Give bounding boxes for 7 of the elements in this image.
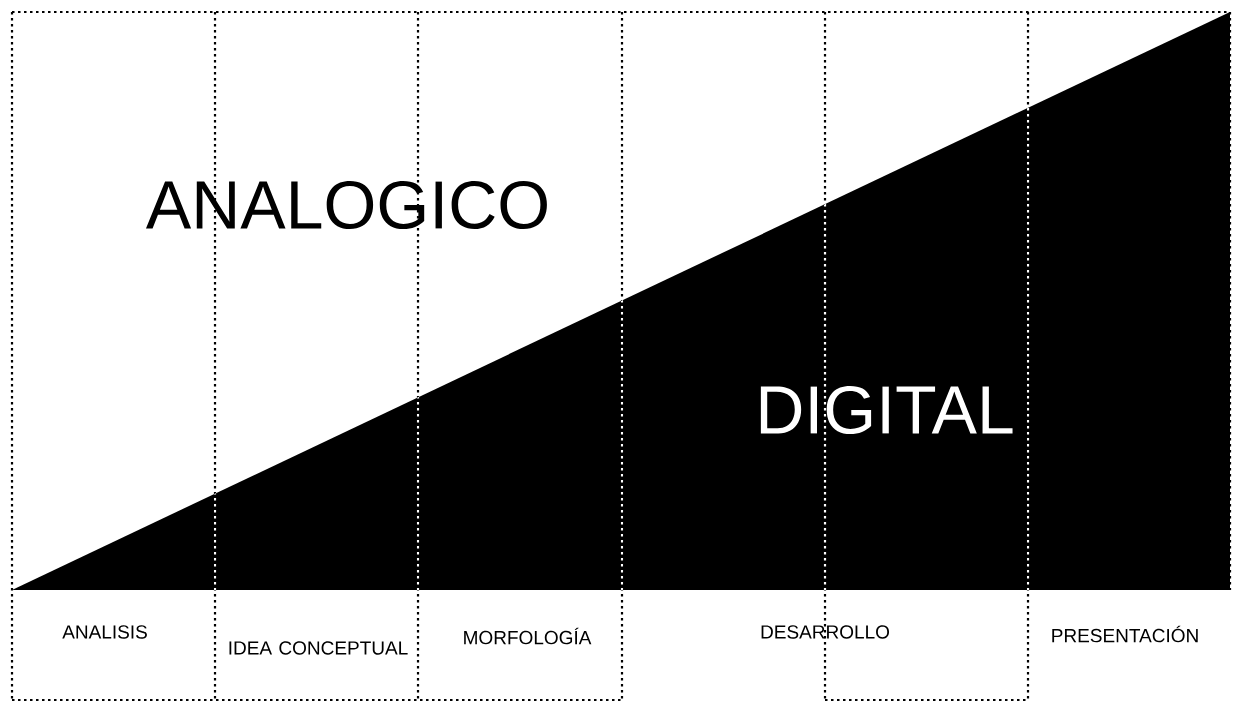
stage-label: PRESENTACIÓN	[1052, 625, 1198, 643]
stage-label: IDEA CONCEPTUAL	[229, 641, 408, 655]
stage-label: ANALISIS	[62, 625, 147, 639]
stage-label: MORFOLOGÍA	[464, 627, 592, 645]
heading-text: DIGITAL	[760, 385, 1013, 435]
heading-text: ANALOGICO	[146, 180, 547, 230]
stage-label: DESARROLLO	[761, 625, 889, 639]
